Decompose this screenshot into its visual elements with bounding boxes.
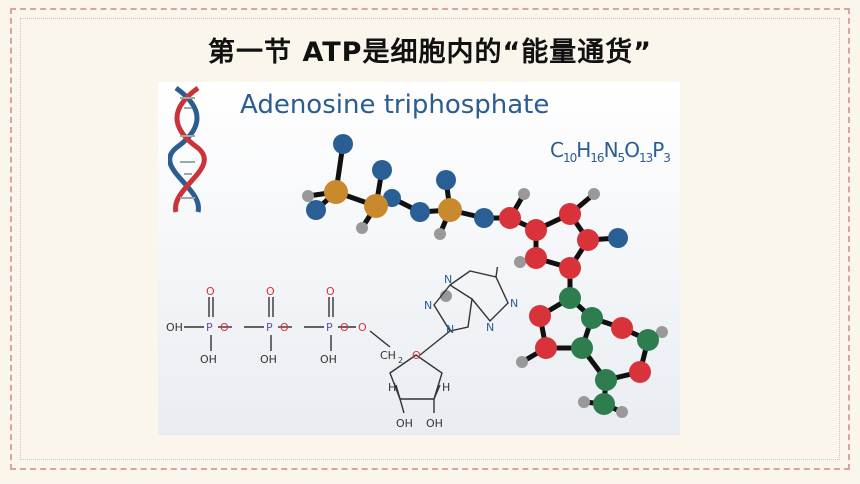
svg-text:O: O [358,321,367,334]
svg-text:P: P [326,321,333,334]
chemical-formula: C10H16N5O13P3 [550,138,671,165]
atp-figure: Adenosine triphosphate C10H16N5O13P3 [158,82,680,435]
outer-border [10,8,850,470]
svg-text:OH: OH [260,353,277,366]
svg-text:O: O [206,285,215,298]
svg-text:O: O [266,285,275,298]
dna-helix-icon [168,85,207,213]
svg-text:P: P [206,321,213,334]
svg-text:OH: OH [320,353,337,366]
inner-border [20,18,840,460]
ball-and-stick-model [302,134,668,418]
figure-heading: Adenosine triphosphate [240,90,550,120]
svg-text:OH: OH [396,417,413,430]
svg-text:O: O [280,321,289,334]
svg-text:N: N [510,297,518,310]
svg-text:OH: OH [426,417,443,430]
svg-text:CH: CH [380,349,396,362]
svg-text:H: H [442,381,450,394]
svg-text:N: N [486,321,494,334]
slide-title: 第一节 ATP是细胞内的“能量通货” [208,37,652,68]
svg-text:O: O [340,321,349,334]
svg-text:P: P [266,321,273,334]
svg-text:OH: OH [200,353,217,366]
svg-text:N: N [424,299,432,312]
svg-text:2: 2 [398,356,403,365]
svg-text:O: O [326,285,335,298]
svg-text:O: O [220,321,229,334]
structural-formula: OH O O O O O O O P P P OH OH OH CH 2 O H… [166,267,518,430]
svg-text:O: O [412,349,421,362]
svg-text:H: H [388,381,396,394]
svg-text:OH: OH [166,321,183,334]
svg-text:N: N [446,323,454,336]
svg-text:N: N [444,273,452,286]
